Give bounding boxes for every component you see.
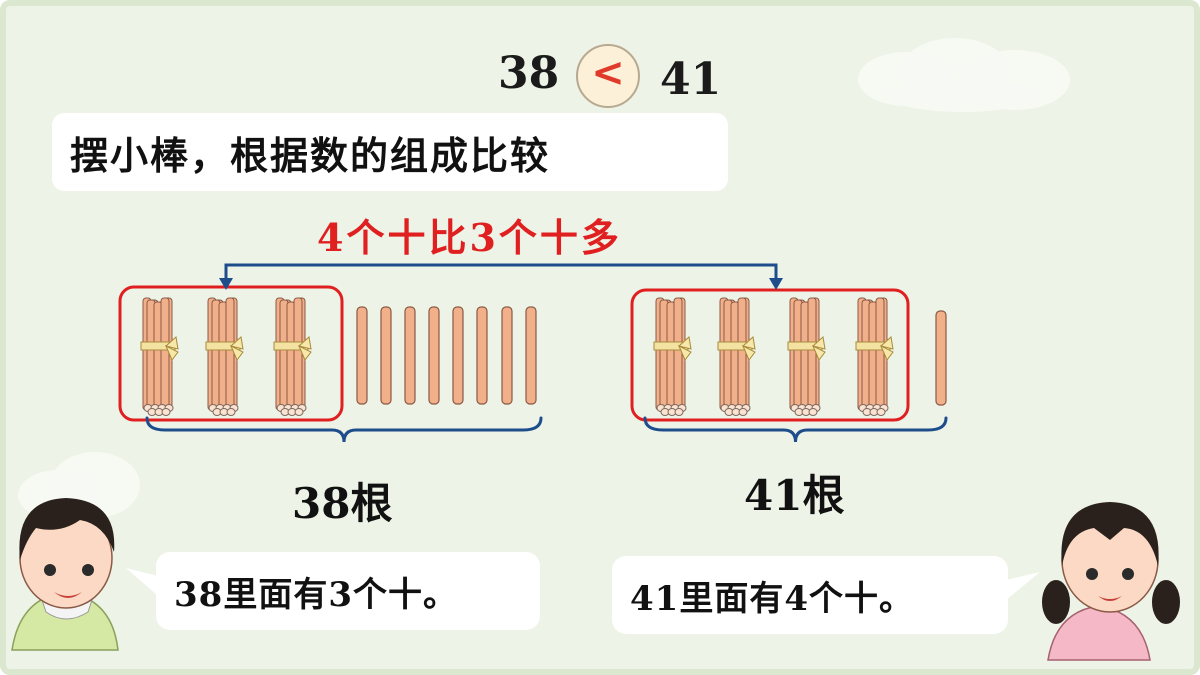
ribbon-bow [811,336,826,361]
compare-left-number: 38 [498,48,560,99]
bundle-stick [160,297,170,411]
single-stick-icon [356,306,368,405]
bundle-stick [293,297,303,411]
stick-end [674,408,684,416]
boy-mouth [54,592,82,598]
stick-bundle-icon [717,297,756,416]
stick-end [294,408,304,416]
stick-end [738,408,748,416]
single-stick-icon [525,306,537,405]
page-title: 摆小棒，根据数的组成比较 [70,133,551,178]
bundle-stick [225,297,235,411]
boy-speech-bubble: 38里面有3个十。 [156,552,540,630]
connector-line [224,263,778,285]
tens-frame-left [118,285,344,422]
single-stick-icon [476,306,488,405]
ribbon-bow [677,336,692,361]
bundle-stick [875,297,885,411]
compare-right-number: 41 [660,54,722,105]
ribbon-bow [229,336,244,361]
girl-pigtail [1042,580,1070,624]
group-count-label-left: 38根 [292,479,393,528]
stick-bundle-icon [140,297,179,416]
tens-frame-right [630,288,910,422]
brace-right [643,416,948,443]
bundle-stick [807,297,817,411]
girl-speech-bubble: 41里面有4个十。 [612,556,1008,634]
stick-bundle-icon [653,297,692,416]
tens-comparison-note: 4个十比3个十多 [317,215,622,260]
boy-eye [44,564,56,576]
stick-bundle-icon [273,297,312,416]
ribbon-bow [741,336,756,361]
boy-avatar-icon [11,498,119,651]
girl-eye [1122,568,1134,580]
stick-end [876,408,886,416]
single-stick-icon [380,306,392,405]
boy-speech-text: 38里面有3个十。 [174,574,458,615]
ribbon-bow [164,336,179,361]
boy-hair [19,498,115,560]
stick-end [226,408,236,416]
girl-avatar-icon [1042,502,1180,661]
cloud-decoration [888,80,1038,112]
boy-eye [82,564,94,576]
girl-pigtail [1152,580,1180,624]
girl-eye [1086,568,1098,580]
single-stick-icon [452,306,464,405]
title-box: 摆小棒，根据数的组成比较 [52,113,728,191]
stick-end [808,408,818,416]
girl-hair [1061,502,1159,566]
bundle-stick [737,297,747,411]
girl-bubble-tail [1006,572,1040,600]
arrow-down-icon [219,278,233,290]
stick-bundle-icon [787,297,826,416]
arrow-down-icon [769,278,783,290]
single-stick-icon [501,306,513,405]
single-stick-icon [935,310,947,406]
stick-bundle-icon [205,297,244,416]
single-stick-icon [428,306,440,405]
stick-end [161,408,171,416]
bundle-stick [673,297,683,411]
girl-mouth [1098,596,1122,601]
ribbon-bow [297,336,312,361]
brace-left [145,416,543,443]
group-count-label-right: 41根 [744,471,845,520]
compare-sign-circle: < [576,44,640,108]
boy-bubble-tail [126,568,158,596]
single-stick-icon [404,306,416,405]
girl-speech-text: 41里面有4个十。 [630,578,914,619]
compare-sign: < [591,50,625,96]
ribbon-bow [879,336,894,361]
stick-bundle-icon [855,297,894,416]
